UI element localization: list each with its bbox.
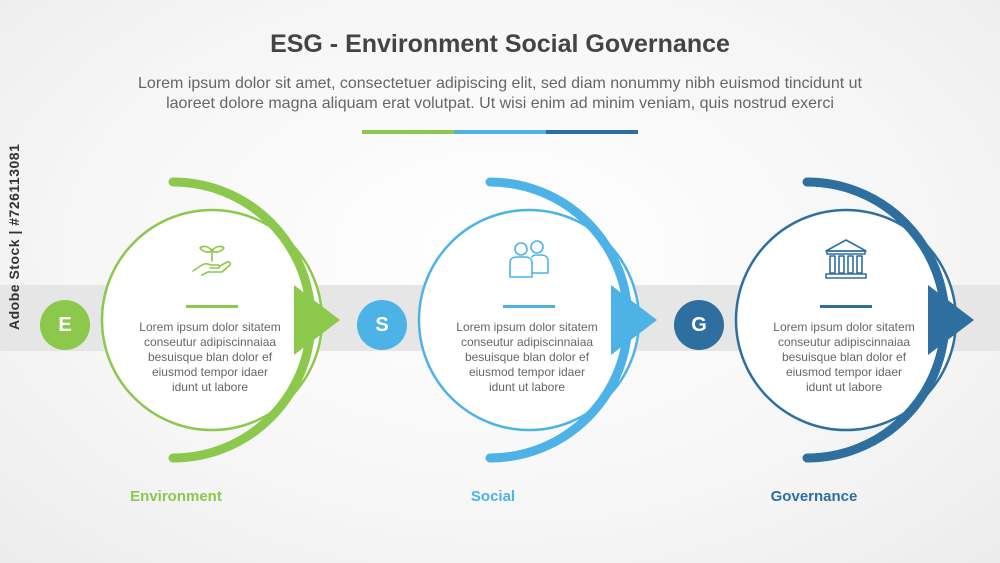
label-governance: Governance bbox=[770, 488, 858, 505]
social-desc-line-4: eiusmod tempor idaer bbox=[468, 365, 586, 379]
divider-governance bbox=[546, 130, 638, 134]
social-desc-line-5: idunt ut labore bbox=[488, 380, 566, 394]
governance-desc-line-3: besuisque blan dolor ef bbox=[781, 350, 907, 364]
governance-underline bbox=[820, 305, 872, 308]
esg-item-governance: G Lorem ipsum dolor sitatem conseutur ad… bbox=[674, 175, 1000, 465]
bank-building-icon bbox=[822, 235, 870, 283]
governance-desc-line-4: eiusmod tempor idaer bbox=[785, 365, 903, 379]
social-description: Lorem ipsum dolor sitatem conseutur adip… bbox=[412, 320, 642, 395]
page-subtitle: Lorem ipsum dolor sit amet, consectetuer… bbox=[60, 74, 940, 114]
environment-desc-line-2: conseutur adipiscinnaiaa bbox=[143, 335, 277, 349]
environment-desc-line-1: Lorem ipsum dolor sitatem bbox=[139, 320, 281, 334]
label-social: Social bbox=[470, 488, 516, 505]
governance-circle-frame bbox=[734, 177, 974, 463]
social-underline bbox=[503, 305, 555, 308]
governance-description: Lorem ipsum dolor sitatem conseutur adip… bbox=[729, 320, 959, 395]
environment-desc-line-4: eiusmod tempor idaer bbox=[151, 365, 269, 379]
divider-environment bbox=[362, 130, 454, 134]
social-desc-line-2: conseutur adipiscinnaiaa bbox=[460, 335, 594, 349]
governance-desc-line-1: Lorem ipsum dolor sitatem bbox=[773, 320, 915, 334]
page-title: ESG - Environment Social Governance bbox=[270, 30, 730, 58]
esg-item-environment: E Lorem ipsum dolor sitatem conseutur ad… bbox=[40, 175, 380, 465]
social-circle-frame bbox=[417, 177, 657, 463]
environment-desc-line-5: idunt ut labore bbox=[171, 380, 249, 394]
social-desc-line-1: Lorem ipsum dolor sitatem bbox=[456, 320, 598, 334]
badge-s: S bbox=[357, 300, 407, 350]
subtitle-line-2: laoreet dolore magna aliquam erat volutp… bbox=[166, 95, 834, 112]
plant-hand-icon bbox=[188, 235, 236, 283]
environment-underline bbox=[186, 305, 238, 308]
governance-desc-line-5: idunt ut labore bbox=[805, 380, 883, 394]
environment-circle-frame bbox=[100, 177, 340, 463]
social-desc-line-3: besuisque blan dolor ef bbox=[464, 350, 590, 364]
governance-desc-line-2: conseutur adipiscinnaiaa bbox=[777, 335, 911, 349]
badge-e: E bbox=[40, 300, 90, 350]
environment-desc-line-3: besuisque blan dolor ef bbox=[147, 350, 273, 364]
label-environment: Environment bbox=[130, 488, 222, 505]
environment-description: Lorem ipsum dolor sitatem conseutur adip… bbox=[95, 320, 325, 395]
esg-item-social: S Lorem ipsum dolor sitatem conseutur ad… bbox=[357, 175, 697, 465]
divider-social bbox=[454, 130, 546, 134]
badge-g: G bbox=[674, 300, 724, 350]
subtitle-line-1: Lorem ipsum dolor sit amet, consectetuer… bbox=[138, 75, 862, 92]
people-icon bbox=[505, 235, 553, 283]
stock-id-watermark: Adobe Stock | #726113081 bbox=[6, 143, 22, 330]
